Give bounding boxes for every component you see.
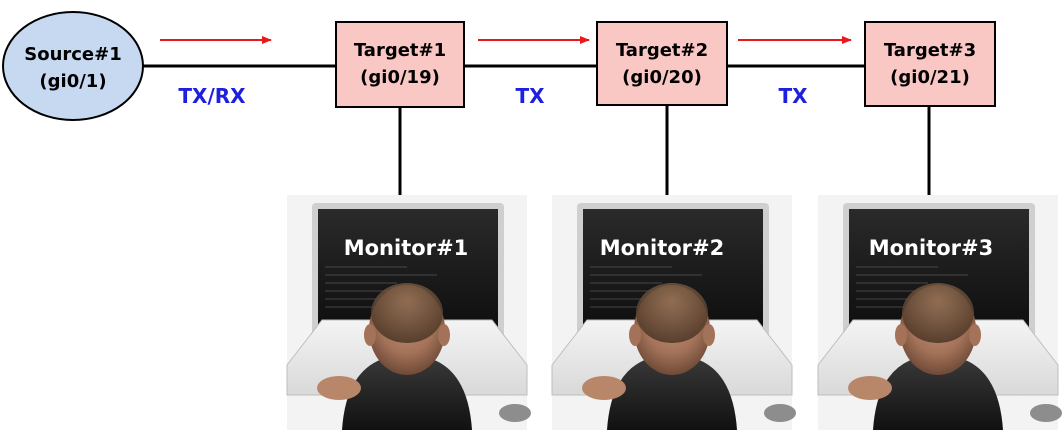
- monitor-1: Monitor#1: [286, 195, 531, 430]
- target-2-shape: [596, 21, 728, 106]
- source-node: Source#1 (gi0/1): [2, 11, 144, 121]
- target-1-shape: [335, 21, 465, 108]
- monitor-2: Monitor#2: [551, 195, 796, 430]
- monitor-3: Monitor#3: [817, 195, 1062, 430]
- target-node-2: Target#2 (gi0/20): [596, 21, 728, 106]
- target-3-port: (gi0/21): [890, 67, 970, 88]
- target-1-port: (gi0/19): [360, 67, 440, 88]
- target-3-name: Target#3: [884, 40, 976, 61]
- target-2-name: Target#2: [616, 40, 708, 61]
- target-node-1: Target#1 (gi0/19): [335, 21, 465, 108]
- source-shape: [2, 11, 144, 121]
- link-label-3: TX: [778, 84, 808, 108]
- target-2-port: (gi0/20): [622, 67, 702, 88]
- target-node-3: Target#3 (gi0/21): [864, 21, 996, 107]
- person-at-laptop-icon: [817, 195, 1062, 430]
- source-name: Source#1: [24, 44, 122, 65]
- person-at-laptop-icon: [551, 195, 796, 430]
- monitor-2-label: Monitor#2: [600, 236, 725, 260]
- link-label-2: TX: [515, 84, 545, 108]
- source-port: (gi0/1): [39, 71, 106, 92]
- target-3-shape: [864, 21, 996, 107]
- link-label-1: TX/RX: [178, 84, 246, 108]
- monitor-1-label: Monitor#1: [344, 236, 469, 260]
- target-1-name: Target#1: [354, 40, 446, 61]
- person-at-laptop-icon: [286, 195, 531, 430]
- monitor-3-label: Monitor#3: [869, 236, 994, 260]
